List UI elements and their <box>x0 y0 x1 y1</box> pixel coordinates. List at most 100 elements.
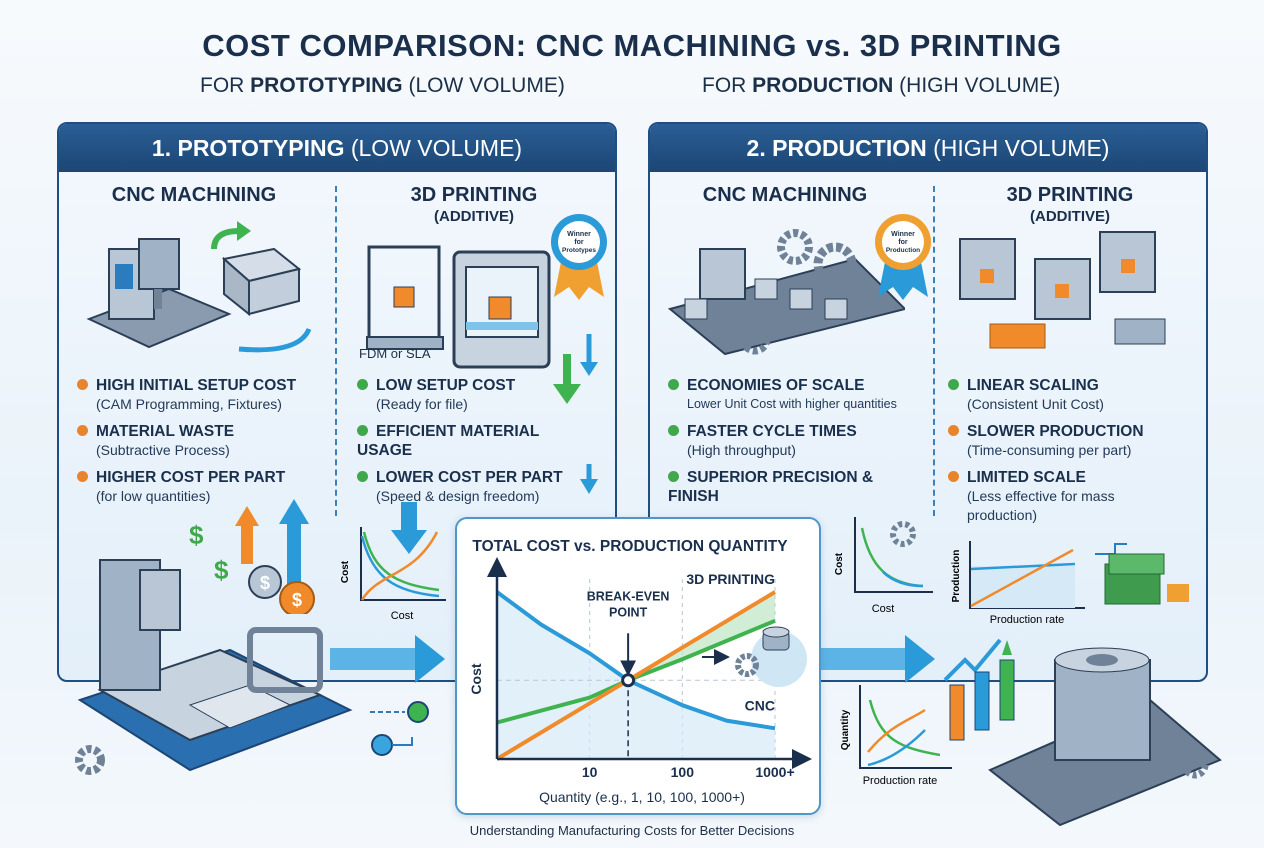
subtitle-bold: PROTOTYPING <box>250 74 403 97</box>
bullet-item: HIGHER COST PER PART (for low quantities) <box>77 468 337 506</box>
x-axis-label: Quantity (e.g., 1, 10, 100, 1000+) <box>539 789 745 805</box>
cnc-heading: CNC MACHINING <box>111 184 277 206</box>
bullet-title: ECONOMIES OF SCALE <box>687 377 865 394</box>
x-tick-label: 10 <box>582 764 598 780</box>
printing-heading: 3D PRINTING <box>410 184 538 206</box>
subtitle-text: (LOW VOLUME) <box>402 74 565 97</box>
parts-icon <box>702 626 807 687</box>
bullet-dot-icon <box>357 471 368 482</box>
subtitle-text: (HIGH VOLUME) <box>893 74 1061 97</box>
svg-text:Winner: Winner <box>891 231 915 238</box>
bullet-title: LOW SETUP COST <box>376 377 516 394</box>
cnc-machine-large-illustration <box>77 559 353 772</box>
bullet-dot-icon <box>77 425 88 436</box>
header-rest: (LOW VOLUME) <box>344 135 523 161</box>
bullet-dot-icon <box>948 471 959 482</box>
bullet-item: MATERIAL WASTE (Subtractive Process) <box>77 422 337 460</box>
printing-heading: 3D PRINTING <box>1006 184 1134 206</box>
mini-chart-xlabel: Production rate <box>863 775 938 787</box>
subtitle-text: FOR <box>702 74 753 97</box>
prototyping-header: 1. PROTOTYPING (LOW VOLUME) <box>59 124 615 172</box>
break-even-point <box>621 673 636 688</box>
mini-chart-ylabel: Production <box>951 550 962 603</box>
conveyor-illustration <box>667 229 905 356</box>
svg-text:$: $ <box>189 520 204 550</box>
bullet-item: EFFICIENT MATERIAL USAGE <box>357 422 597 460</box>
bullet-title: MATERIAL WASTE <box>96 423 235 440</box>
bullet-dot-icon <box>948 379 959 390</box>
down-arrows-icon <box>553 334 598 494</box>
bullet-dot-icon <box>77 379 88 390</box>
gear-icon <box>75 745 105 775</box>
mini-chart-ylabel: Quantity <box>840 709 851 750</box>
page-title: COST COMPARISON: CNC MACHINING vs. 3D PR… <box>202 28 1062 63</box>
cnc-machine-illustration <box>86 221 312 353</box>
flow-nodes-icon <box>370 701 429 756</box>
printing-subheading: (ADDITIVE) <box>1030 208 1110 225</box>
bullet-detail: (Speed & design freedom) <box>376 488 540 504</box>
header-bold: 1. PROTOTYPING <box>151 135 345 161</box>
bullet-item: LOWER COST PER PART (Speed & design freed… <box>357 468 597 506</box>
header-bold: 2. PRODUCTION <box>746 135 927 161</box>
mini-chart-xlabel: Production rate <box>990 614 1065 626</box>
bullet-dot-icon <box>357 425 368 436</box>
break-even-label: POINT <box>609 605 648 619</box>
mini-chart-ylabel: Cost <box>834 552 845 575</box>
bullet-item: FASTER CYCLE TIMES (High throughput) <box>668 422 938 460</box>
mini-production-chart: Production Production rate <box>951 541 1085 626</box>
bullet-dot-icon <box>668 471 679 482</box>
production-bars-and-stack-illustration <box>943 638 1222 827</box>
production-header: 2. PRODUCTION (HIGH VOLUME) <box>650 124 1206 172</box>
bullet-title: SUPERIOR PRECISION & FINISH <box>668 469 874 505</box>
blue-down-arrow-icon <box>391 502 427 554</box>
svg-text:for: for <box>574 239 584 246</box>
winner-badge-prototypes: Winner for Prototypes <box>551 214 607 300</box>
bullet-title: LOWER COST PER PART <box>376 469 563 486</box>
bullet-detail: (Subtractive Process) <box>96 442 230 458</box>
bullet-detail: (Less effective for mass production) <box>967 488 1115 523</box>
bullet-title: FASTER CYCLE TIMES <box>687 423 857 440</box>
x-tick-label: 100 <box>671 764 695 780</box>
svg-text:$: $ <box>260 573 270 593</box>
printer-label: FDM or SLA <box>359 346 431 361</box>
left-arrow-icon <box>330 635 445 683</box>
mini-quantity-chart: Quantity Production rate <box>840 685 952 787</box>
break-even-label: BREAK-EVEN <box>587 589 670 603</box>
bullet-dot-icon <box>668 425 679 436</box>
printing-bullet-list: LOW SETUP COST (Ready for file) EFFICIENT… <box>357 376 597 506</box>
bullet-item: LINEAR SCALING(Consistent Unit Cost) <box>948 376 1188 414</box>
bullet-dot-icon <box>668 379 679 390</box>
subtitle-text: FOR <box>200 74 251 97</box>
bullet-title: SLOWER PRODUCTION <box>967 423 1144 440</box>
break-even-marker <box>620 633 637 688</box>
svg-text:Winner: Winner <box>567 231 591 238</box>
printer-farm-illustration <box>959 231 1166 349</box>
bullet-detail: (Ready for file) <box>376 396 468 412</box>
bullet-title: HIGHER COST PER PART <box>96 469 286 486</box>
mini-cost-chart: Cost Cost <box>340 527 446 622</box>
caption: Understanding Manufacturing Costs for Be… <box>469 823 795 838</box>
bullet-dot-icon <box>948 425 959 436</box>
svg-text:Prototypes: Prototypes <box>562 247 596 254</box>
bullet-detail: (CAM Programming, Fixtures) <box>96 396 282 412</box>
cnc-bullet-list: HIGH INITIAL SETUP COST(CAM Programming,… <box>77 376 337 506</box>
cash-stack-illustration <box>1095 543 1189 605</box>
winner-badge-production: Winner for Production <box>875 214 931 300</box>
x-tick-label: 1000+ <box>755 764 794 780</box>
svg-text:$: $ <box>292 590 302 610</box>
series-label-cnc: CNC <box>745 697 775 713</box>
x-tick-labels: 10 100 1000+ <box>582 764 795 780</box>
bullet-detail: (High throughput) <box>687 442 796 458</box>
svg-text:Production: Production <box>886 247 920 254</box>
column-divider <box>335 186 337 516</box>
bullet-title: LIMITED SCALE <box>967 469 1086 486</box>
subtitle-bold: PRODUCTION <box>752 74 894 97</box>
printing-bullet-list: LINEAR SCALING(Consistent Unit Cost) SLO… <box>948 376 1188 525</box>
bullet-item: SUPERIOR PRECISION & FINISH <box>668 468 888 506</box>
bullet-detail: (for low quantities) <box>96 488 211 504</box>
mini-chart-xlabel: Cost <box>391 610 414 622</box>
bullet-item: LIMITED SCALE (Less effective for mass pr… <box>948 468 1188 525</box>
bullet-detail: (Time-consuming per part) <box>967 442 1132 458</box>
